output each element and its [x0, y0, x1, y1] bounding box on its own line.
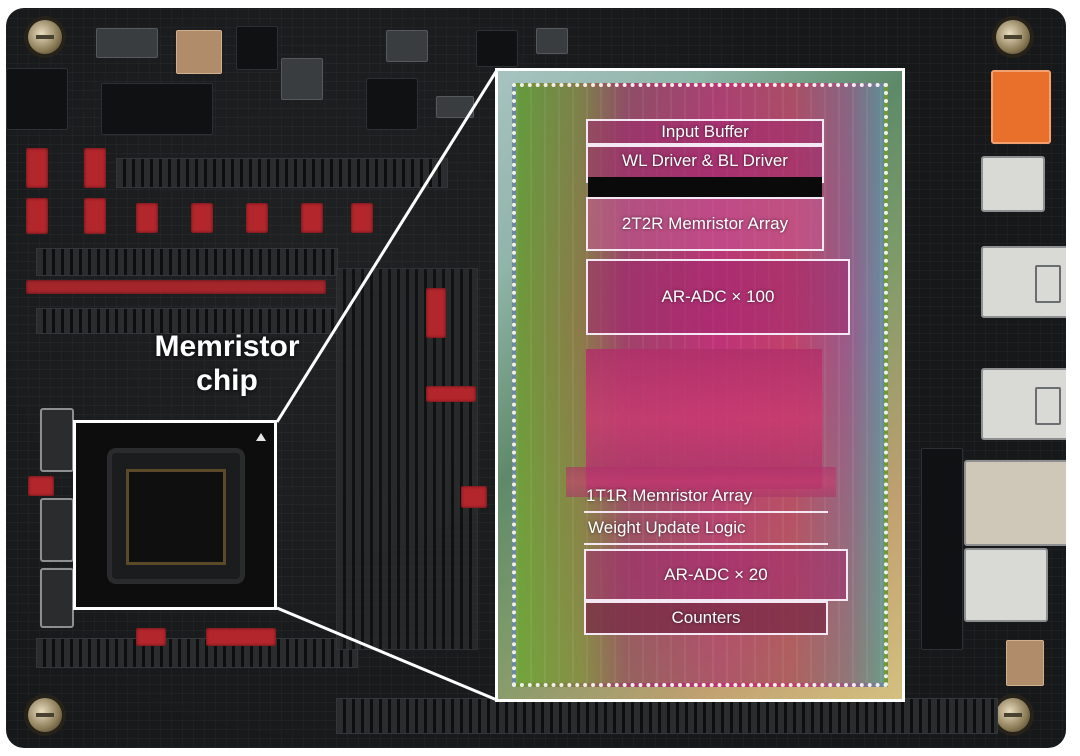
array-2t2r-label: 2T2R Memristor Array — [621, 214, 789, 233]
zoom-line-bottom — [276, 606, 498, 702]
chip-label-line1: Memristor — [154, 330, 300, 363]
chip-label: Memristor chip — [132, 330, 322, 398]
weight-update-outline — [584, 543, 828, 545]
jumper — [84, 198, 106, 234]
component — [281, 58, 323, 100]
jumper — [26, 198, 48, 234]
array-1t1r-outline — [584, 511, 828, 513]
pin-header — [116, 158, 448, 188]
array-body — [586, 349, 822, 489]
ethernet-port-icon — [964, 460, 1066, 546]
component — [101, 83, 213, 135]
connector — [964, 548, 1048, 622]
usb-port-icon — [981, 156, 1045, 212]
jumper — [136, 203, 158, 233]
component — [366, 78, 418, 130]
input-buffer-label: Input Buffer — [661, 122, 749, 141]
driver-bar — [588, 177, 822, 197]
usb-port-icon — [981, 368, 1066, 440]
component — [1006, 640, 1044, 686]
counters-block: Counters — [584, 601, 828, 635]
jumper — [136, 628, 166, 646]
weight-update-label: Weight Update Logic — [588, 518, 746, 537]
connector — [40, 408, 74, 472]
wl-bl-driver-label: WL Driver & BL Driver — [622, 151, 788, 170]
zoom-line-top — [275, 69, 499, 423]
component — [536, 28, 568, 54]
array-1t1r-label: 1T1R Memristor Array — [586, 486, 753, 505]
adc-100-block: AR-ADC × 100 — [586, 259, 850, 335]
chip-label-line2: chip — [196, 364, 258, 397]
pin-header — [36, 638, 358, 668]
connector — [40, 498, 74, 562]
jumper — [351, 203, 373, 233]
component — [96, 28, 158, 58]
jumper — [26, 280, 326, 294]
jumper — [26, 148, 48, 188]
adc-20-block: AR-ADC × 20 — [584, 549, 848, 601]
array-1t1r-block: 1T1R Memristor Array — [584, 479, 828, 513]
jumper — [426, 288, 446, 338]
input-buffer-block: Input Buffer — [586, 119, 824, 145]
counters-label: Counters — [671, 608, 741, 627]
jumper — [426, 386, 476, 402]
adc-20-label: AR-ADC × 20 — [664, 565, 768, 584]
jumper — [461, 486, 487, 508]
chip-package — [112, 453, 240, 579]
screw-icon — [28, 698, 62, 732]
jumper — [191, 203, 213, 233]
jumper — [301, 203, 323, 233]
pin1-marker-icon — [256, 433, 266, 441]
usb-port-icon — [981, 246, 1066, 318]
adc-100-label: AR-ADC × 100 — [661, 287, 775, 306]
component — [921, 448, 963, 650]
pin-header — [36, 248, 338, 276]
screw-icon — [996, 698, 1030, 732]
pin-header — [36, 308, 338, 334]
jumper — [246, 203, 268, 233]
screw-icon — [996, 20, 1030, 54]
array-2t2r-block: 2T2R Memristor Array — [586, 197, 824, 251]
component — [6, 68, 68, 130]
component — [386, 30, 428, 62]
jumper — [84, 148, 106, 188]
usb-port-icon — [991, 70, 1051, 144]
screw-icon — [28, 20, 62, 54]
array-body-side — [566, 467, 836, 497]
component — [176, 30, 222, 74]
die-micrograph: Input Buffer WL Driver & BL Driver 2T2R … — [495, 68, 905, 702]
pin-header — [336, 698, 998, 734]
weight-update-block: Weight Update Logic — [584, 513, 828, 543]
pin-header — [336, 268, 478, 650]
component — [236, 26, 278, 70]
chip-highlight-frame — [73, 420, 277, 610]
component — [476, 30, 518, 67]
jumper — [28, 476, 54, 496]
jumper — [206, 628, 276, 646]
